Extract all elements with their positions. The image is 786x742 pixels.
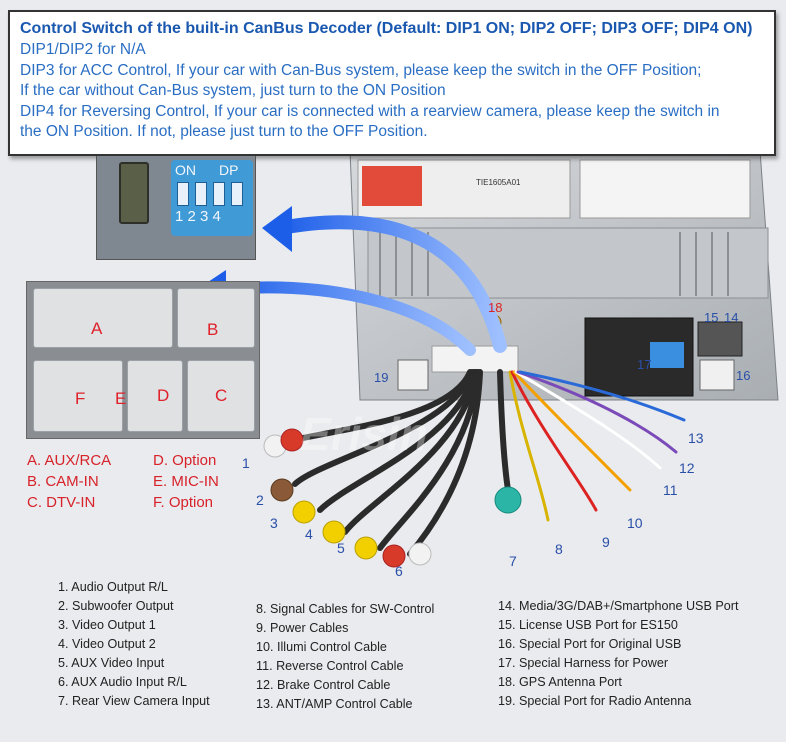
model-label: TIE1605A01 [476,178,521,187]
callout-number: 10 [627,515,643,531]
callout-number: 5 [337,540,345,556]
callout-number: 6 [395,563,403,579]
parts-list-item: 18. GPS Antenna Port [498,675,622,689]
connector-block-c [187,360,255,432]
arrow-to-dip-switch [273,215,507,353]
rca-connectors [263,428,522,568]
callout-number: 13 [688,430,704,446]
callout-number: 7 [509,553,517,569]
callout-line: DIP4 for Reversing Control, If your car … [20,102,720,120]
parts-list-item: 10. Illumi Control Cable [256,640,387,654]
callout-number: 4 [305,526,313,542]
block-label-e: E [115,389,127,408]
callout-number: 9 [602,534,610,550]
callout-line: DIP3 for ACC Control, If your car with C… [20,61,702,79]
harness-connector-photo: A B F E D C [26,281,260,439]
callout-number: 2 [256,492,264,508]
parts-list-item: 2. Subwoofer Output [58,599,174,613]
parts-list-item: 14. Media/3G/DAB+/Smartphone USB Port [498,599,739,613]
legend-b: B. CAM-IN [27,473,99,490]
parts-list-item: 9. Power Cables [256,621,349,635]
callout-number: 8 [555,541,563,557]
dip-numbers: 1 2 3 4 [175,208,221,225]
callout-number: 14 [724,310,739,325]
parts-list-item: 16. Special Port for Original USB [498,637,682,651]
legend-f: F. Option [153,494,214,511]
dip-switch-photo: ON DP 1 2 3 4 [96,156,256,260]
parts-list-item: 8. Signal Cables for SW-Control [256,602,435,616]
callout-number: 18 [488,300,503,315]
parts-list-item: 17. Special Harness for Power [498,656,669,670]
parts-list-item: 15. License USB Port for ES150 [498,618,678,632]
callout-number: 16 [736,368,751,383]
parts-list-item: 19. Special Port for Radio Antenna [498,694,692,708]
block-label-c: C [215,386,228,405]
callout-number: 17 [637,357,652,372]
decoder-pin-header [119,162,149,224]
callout-number: 15 [704,310,719,325]
dip-on-label: ON [175,162,196,178]
callout-line: DIP1/DIP2 for N/A [20,41,146,58]
callout-line: If the car without Can-Bus system, just … [20,82,446,99]
parts-list-item: 4. Video Output 2 [58,637,156,651]
callout-number: 12 [679,460,695,476]
callout-title: Control Switch of the built-in CanBus De… [20,20,753,37]
parts-list-item: 11. Reverse Control Cable [256,659,404,673]
connector-block-b [177,288,255,348]
legend-c: C. DTV-IN [27,494,96,511]
parts-list-item: 12. Brake Control Cable [256,678,391,692]
block-label-b: B [207,320,219,339]
brand-watermark: Erisin [300,408,428,460]
dip-dp-label: DP [219,162,239,178]
callout-number: 19 [374,370,389,385]
connector-block-f [33,360,123,432]
callout-line: the ON Position. If not, please just tur… [20,123,428,140]
connector-block-a [33,288,173,348]
block-label-f: F [75,389,86,408]
block-label-d: D [157,386,170,405]
parts-list-item: 3. Video Output 1 [58,618,156,632]
block-label-a: A [91,319,103,338]
parts-list-item: 7. Rear View Camera Input [58,694,210,708]
parts-list-item: 6. AUX Audio Input R/L [58,675,187,689]
legend-e: E. MIC-IN [153,473,219,490]
head-unit-rear [349,149,779,401]
callout-number: 11 [663,482,678,498]
callout-number: 3 [270,515,278,531]
parts-list-item: 13. ANT/AMP Control Cable [256,697,413,711]
dip-switch-callout: Control Switch of the built-in CanBus De… [8,10,776,156]
dip-switch-levers [177,182,247,206]
dip-switch-plate: ON DP 1 2 3 4 [171,160,253,236]
parts-list-item: 5. AUX Video Input [58,656,165,670]
legend-a: A. AUX/RCA [27,452,112,469]
parts-list-item: 1. Audio Output R/L [58,580,168,594]
legend-d: D. Option [153,452,217,469]
connector-block-d [127,360,183,432]
callout-number: 1 [242,455,250,471]
